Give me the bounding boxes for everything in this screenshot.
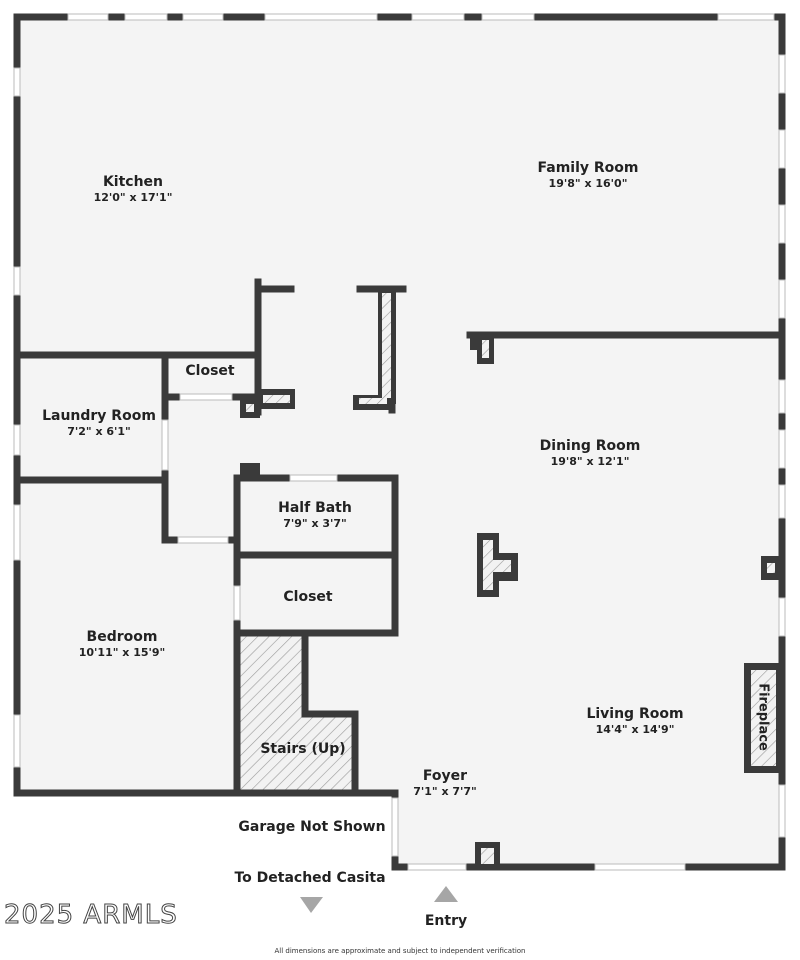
room-dims: 12'0" x 17'1" <box>93 191 173 204</box>
room-name: Closet <box>185 363 235 379</box>
room-name: Living Room <box>586 706 684 722</box>
room-name: Family Room <box>537 160 639 176</box>
room-dims: 19'8" x 16'0" <box>548 177 628 190</box>
disclaimer: All dimensions are approximate and subje… <box>274 947 526 955</box>
room-name: Kitchen <box>102 174 164 190</box>
room-closet-upper: Closet <box>185 363 234 380</box>
room-name: Bedroom <box>86 629 158 645</box>
room-name: Dining Room <box>539 438 641 454</box>
casita-arrow-down-icon <box>300 897 323 913</box>
room-name: Closet <box>283 589 333 605</box>
room-name: Laundry Room <box>42 408 156 424</box>
room-dims: 19'8" x 12'1" <box>550 455 630 468</box>
garage-note: Garage Not Shown <box>238 819 386 835</box>
fireplace-label: Fireplace <box>755 683 771 751</box>
column-hatches <box>246 293 776 864</box>
entry-label: Entry <box>424 913 468 929</box>
watermark: 2025 ARMLS <box>4 900 178 931</box>
room-name: Half Bath <box>278 500 352 516</box>
room-name: Foyer <box>422 768 468 784</box>
floor-area <box>17 17 782 867</box>
windows <box>13 13 786 871</box>
room-dims: 7'9" x 3'7" <box>283 517 347 530</box>
room-dims: 7'1" x 7'7" <box>413 785 477 798</box>
room-closet-lower: Closet <box>283 589 332 606</box>
room-name: Stairs (Up) <box>260 741 346 757</box>
room-dims: 10'11" x 15'9" <box>78 646 166 659</box>
stairs-hatch <box>240 636 355 790</box>
room-stairs: Stairs (Up) <box>260 741 345 758</box>
entry-arrow-up-icon <box>434 886 458 902</box>
room-dims: 7'2" x 6'1" <box>67 425 131 438</box>
casita-note: To Detached Casita <box>234 870 386 886</box>
room-dims: 14'4" x 14'9" <box>595 723 675 736</box>
